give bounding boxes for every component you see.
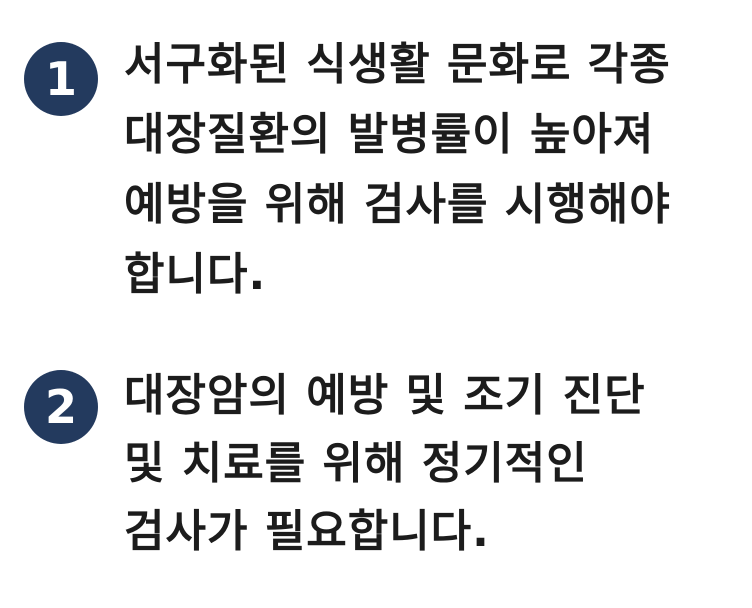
number-badge-2: 2 bbox=[24, 370, 98, 444]
item-2-line-3: 검사가 필요합니다. bbox=[124, 506, 490, 557]
item-2-line-2: 및 치료를 위해 정기적인 bbox=[124, 438, 588, 489]
item-1-line-1: 서구화된 식생활 문화로 각종 bbox=[124, 39, 671, 90]
item-1-line-4: 합니다. bbox=[124, 249, 267, 300]
item-1-line-2: 대장질환의 발병률이 높아져 bbox=[124, 109, 655, 160]
item-2-line-1: 대장암의 예방 및 조기 진단 bbox=[124, 370, 646, 421]
item-2-text: 대장암의 예방 및 조기 진단 및 치료를 위해 정기적인 검사가 필요합니다. bbox=[124, 362, 744, 566]
item-1-line-3: 예방을 위해 검사를 시행해야 bbox=[124, 179, 671, 230]
item-1-text: 서구화된 식생활 문화로 각종 대장질환의 발병률이 높아져 예방을 위해 검사… bbox=[124, 30, 744, 310]
number-badge-1: 1 bbox=[24, 42, 98, 116]
